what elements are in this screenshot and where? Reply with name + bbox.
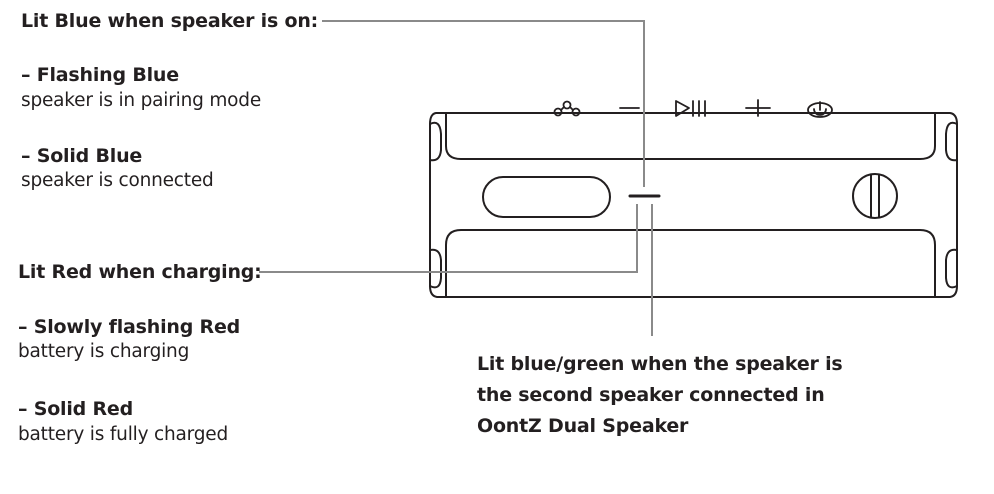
bottom-panel	[445, 229, 936, 298]
dual-speaker-line-3: OontZ Dual Speaker	[477, 415, 689, 437]
flashing-blue-description: speaker is in pairing mode	[21, 90, 262, 111]
play-pause-icon	[675, 100, 706, 117]
dual-speaker-line-2: the second speaker connected in	[477, 384, 825, 406]
flashing-blue-title: – Flashing Blue	[21, 64, 179, 86]
right-end-bump-top	[945, 121, 958, 162]
side-strap	[482, 176, 611, 218]
left-end-bump-bottom	[429, 248, 442, 289]
speaker-body	[429, 112, 958, 298]
solid-blue-title: – Solid Blue	[21, 145, 143, 167]
speaker-outline	[429, 112, 958, 298]
volume-up-icon	[745, 99, 771, 117]
power-button-icon	[807, 101, 833, 118]
solid-blue-description: speaker is connected	[21, 170, 214, 191]
dual-speaker-line-1: Lit blue/green when the speaker is	[477, 353, 843, 375]
red-leader-line	[259, 204, 638, 273]
right-end-bump-bottom	[945, 248, 958, 289]
port-cover	[852, 173, 898, 219]
leader-lines	[259, 20, 653, 336]
left-end-bump-top	[429, 121, 442, 162]
solid-red-description: battery is fully charged	[18, 424, 228, 445]
blue-heading: Lit Blue when speaker is on:	[21, 10, 319, 32]
slow-flash-red-description: battery is charging	[18, 341, 190, 362]
slow-flash-red-title: – Slowly flashing Red	[18, 316, 241, 338]
bluetooth-button-icon	[553, 100, 581, 117]
top-buttons	[553, 99, 833, 118]
blue-leader-line	[322, 20, 645, 187]
solid-red-title: – Solid Red	[18, 398, 134, 420]
red-heading: Lit Red when charging:	[18, 261, 262, 283]
top-panel	[445, 112, 936, 160]
